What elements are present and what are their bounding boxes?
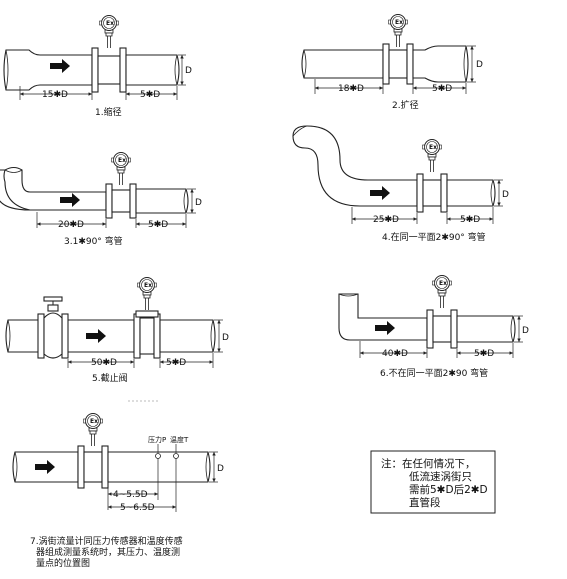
diagram-6-downstream-length: 5✱D bbox=[474, 349, 494, 359]
diagram-7-caption-line-2: 器组成测量系统时，其压力、温度测 bbox=[36, 546, 180, 558]
diagram-7-caption-line-1: 7.涡街流量计同压力传感器和温度传感 bbox=[30, 535, 183, 547]
diagram-3-diameter-label: D bbox=[195, 198, 202, 208]
temperature-sensor-point bbox=[173, 453, 179, 459]
diagram-3-upstream-length: 20✱D bbox=[58, 220, 84, 230]
diagram-7-sensor-positions: Ex 压力P 温度T 4~5.5D 5~6.5D D 7.涡街流量计同压力传感器… bbox=[12, 413, 224, 569]
diagram-1-caption: 1.缩径 bbox=[95, 106, 122, 118]
diagram-4-double-elbow-same-plane: Ex 25✱D 5✱D D 4.在同一平面2✱90° 弯管 bbox=[292, 125, 509, 243]
meter-4-ex-mark: Ex bbox=[429, 144, 437, 151]
pressure-label: 压力P bbox=[148, 435, 166, 444]
diagram-2-upstream-length: 18✱D bbox=[338, 84, 364, 94]
diagram-2-caption: 2.扩径 bbox=[392, 99, 419, 111]
diagram-1-upstream-length: 15✱D bbox=[42, 90, 68, 100]
diagram-1-reducer: Ex 15✱D 5✱D D 1.缩径 bbox=[3, 15, 192, 118]
diagram-5-caption: 5.截止阀 bbox=[92, 372, 128, 384]
diagram-3-single-elbow: Ex 20✱D 5✱D D 3.1✱90° 弯管 bbox=[0, 152, 202, 247]
diagram-7-caption-line-3: 量点的位置图 bbox=[36, 557, 90, 569]
diagram-4-caption: 4.在同一平面2✱90° 弯管 bbox=[382, 231, 486, 243]
note-line-3: 需前5✱D后2✱D bbox=[409, 483, 488, 496]
diagram-2-downstream-length: 5✱D bbox=[432, 84, 452, 94]
diagram-3-caption: 3.1✱90° 弯管 bbox=[64, 235, 123, 247]
meter-1-ex-mark: Ex bbox=[106, 20, 114, 27]
meter-2-ex-mark: Ex bbox=[395, 19, 403, 26]
diagram-5-upstream-length: 50✱D bbox=[91, 358, 117, 368]
diagram-5-stop-valve: Ex 50✱D 5✱D D 5.截止阀 bbox=[5, 277, 229, 384]
note-box: 注：在任何情况下， 低流速涡街只 需前5✱D后2✱D 直管段 bbox=[370, 450, 496, 514]
diagram-5-downstream-length: 5✱D bbox=[166, 358, 186, 368]
meter-5-ex-mark: Ex bbox=[144, 282, 152, 289]
diagram-7-diameter-label: D bbox=[217, 464, 224, 474]
diagram-2-diameter-label: D bbox=[476, 60, 483, 70]
note-line-2: 低流速涡街只 bbox=[409, 470, 472, 483]
diagram-3-downstream-length: 5✱D bbox=[148, 220, 168, 230]
pressure-distance-label: 4~5.5D bbox=[113, 490, 148, 500]
diagram-4-upstream-length: 25✱D bbox=[373, 215, 399, 225]
meter-7-ex-mark: Ex bbox=[90, 418, 98, 425]
note-line-4: 直管段 bbox=[409, 496, 441, 509]
diagram-6-double-elbow-different-plane: Ex 40✱D 5✱D D 6.不在同一平面2✱90 弯管 bbox=[338, 275, 529, 379]
meter-6-ex-mark: Ex bbox=[439, 280, 447, 287]
diagram-6-diameter-label: D bbox=[522, 326, 529, 336]
diagram-5-diameter-label: D bbox=[222, 333, 229, 343]
diagram-1-diameter-label: D bbox=[185, 66, 192, 76]
diagram-6-caption: 6.不在同一平面2✱90 弯管 bbox=[380, 367, 488, 379]
pressure-sensor-point bbox=[155, 453, 161, 459]
diagram-2-expander: Ex 18✱D 5✱D D 2.扩径 bbox=[301, 14, 483, 111]
diagram-6-upstream-length: 40✱D bbox=[382, 349, 408, 359]
note-line-1: 注：在任何情况下， bbox=[381, 457, 476, 470]
diagram-1-downstream-length: 5✱D bbox=[140, 90, 160, 100]
diagram-4-downstream-length: 5✱D bbox=[460, 215, 480, 225]
diagram-4-diameter-label: D bbox=[502, 190, 509, 200]
temperature-label: 温度T bbox=[170, 435, 189, 444]
meter-3-ex-mark: Ex bbox=[118, 157, 126, 164]
temperature-distance-label: 5~6.5D bbox=[120, 503, 155, 513]
